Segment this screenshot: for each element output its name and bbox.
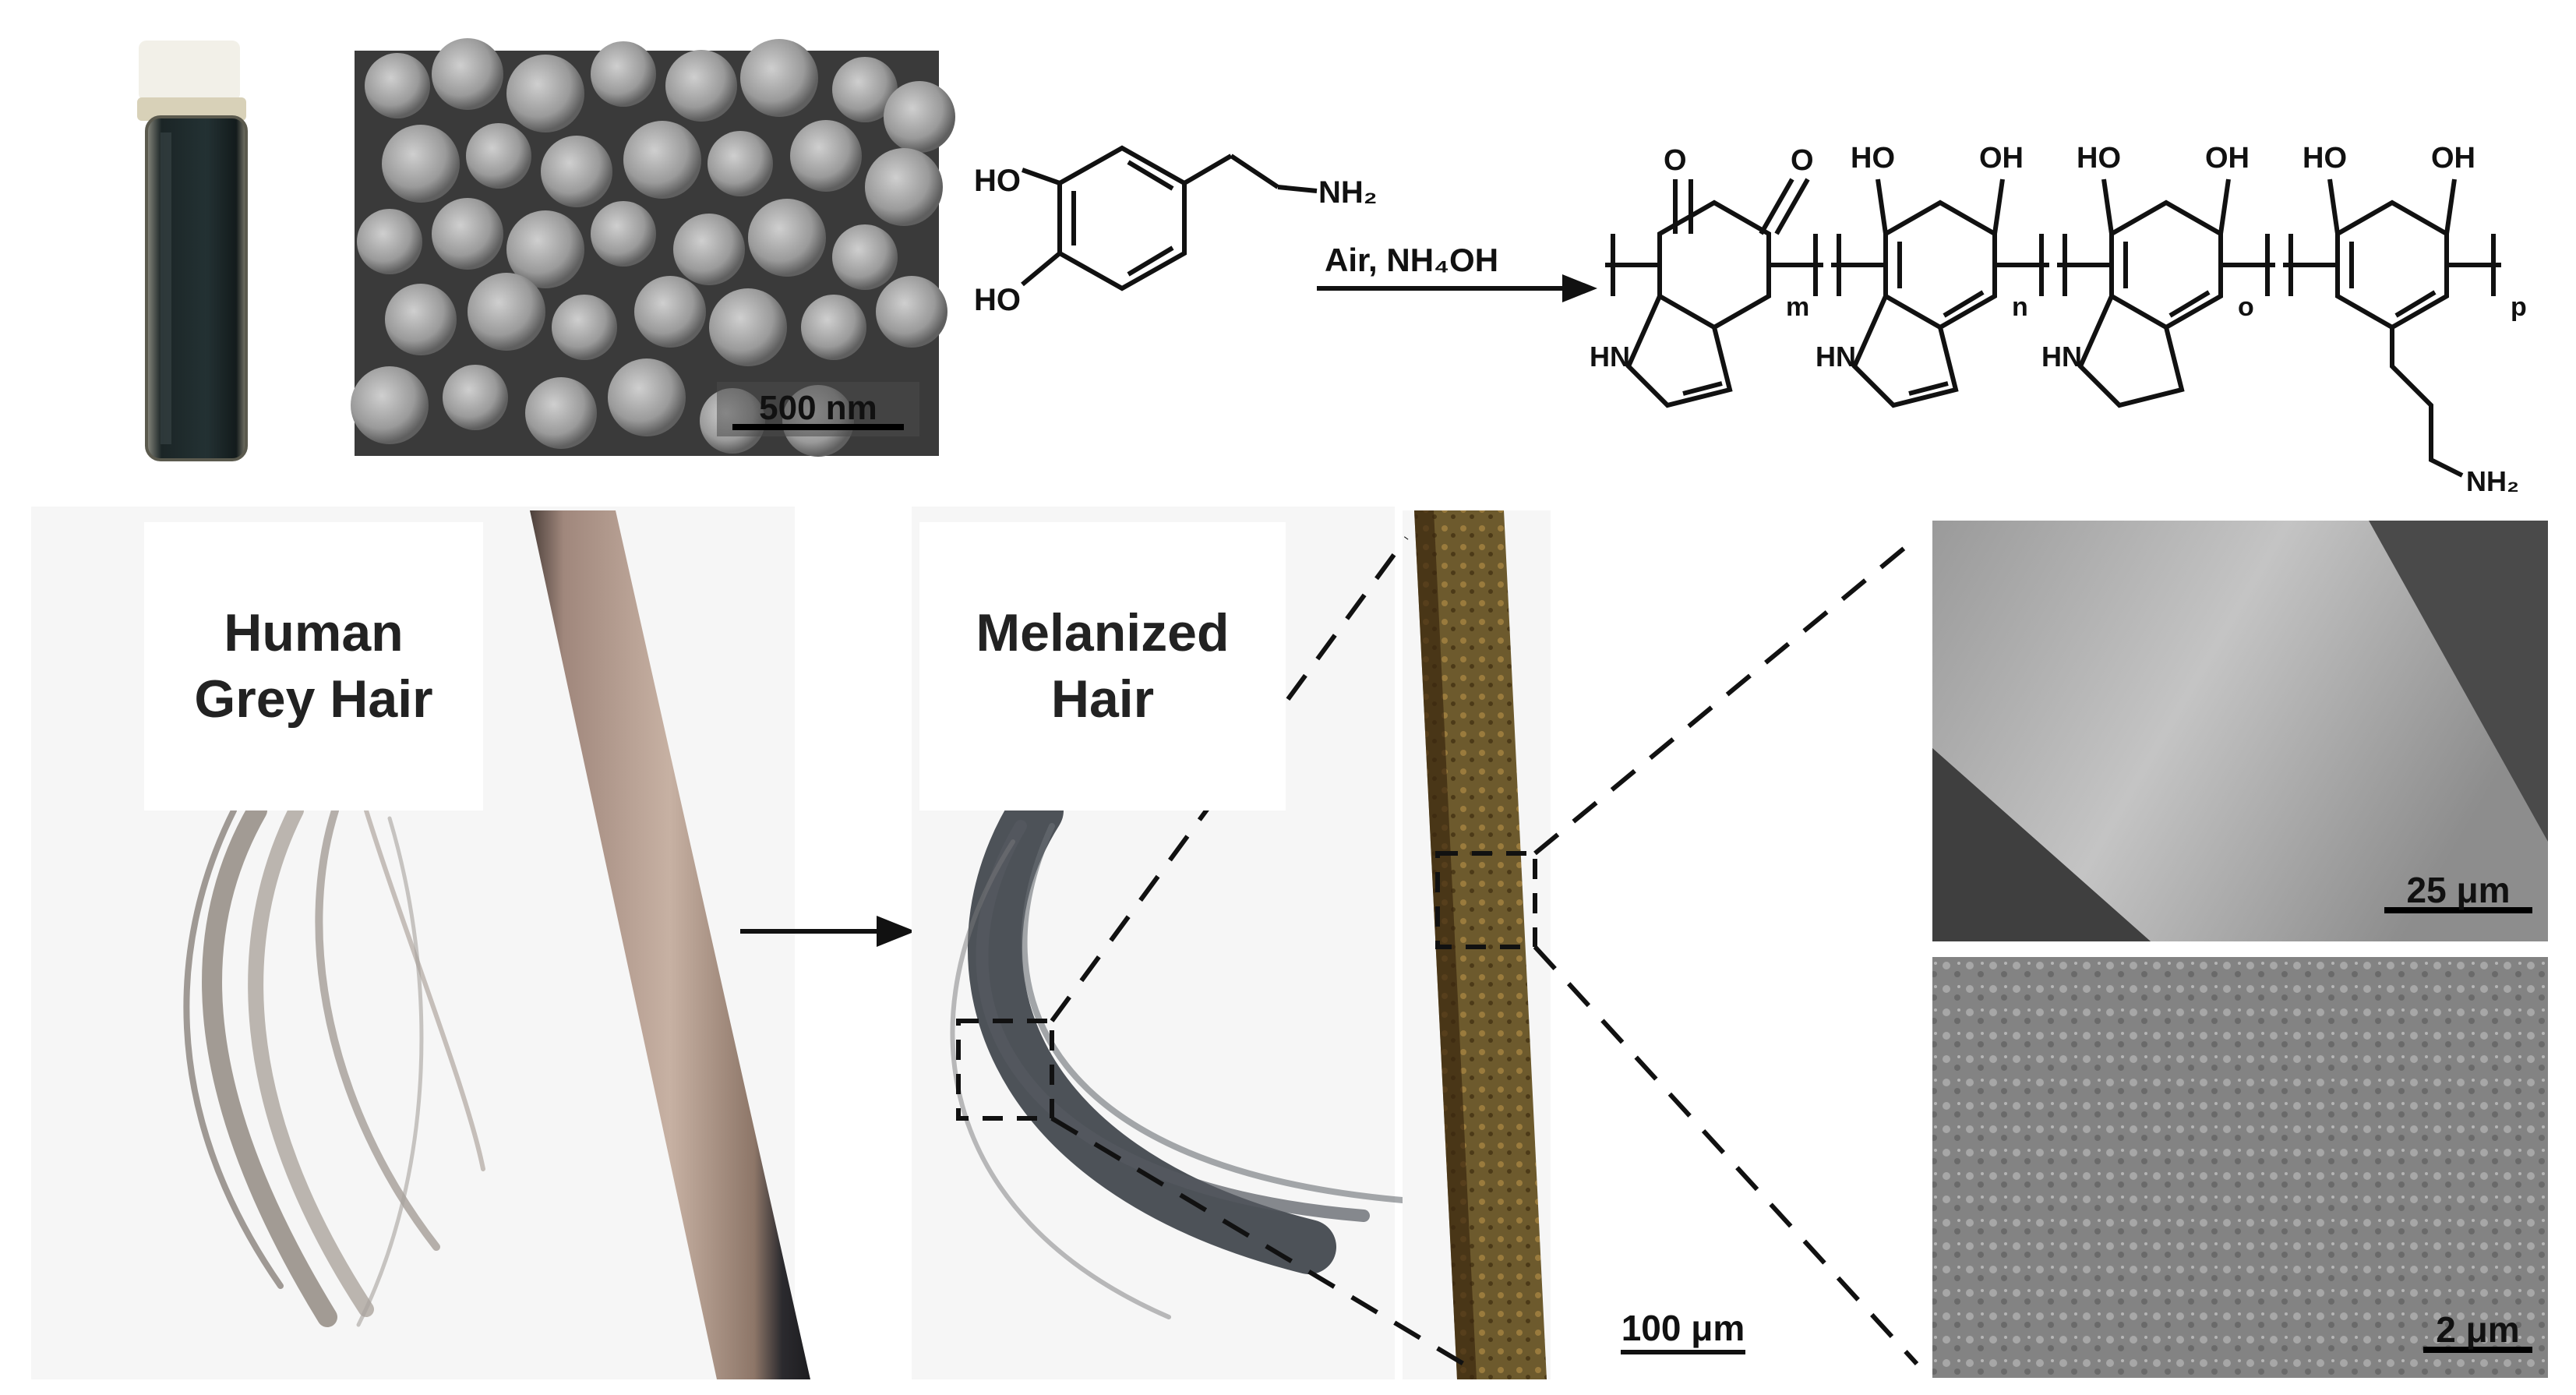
treatment-arrow bbox=[740, 916, 916, 947]
nanoparticle bbox=[748, 199, 826, 277]
unit3-oh-left: HO bbox=[2077, 142, 2121, 175]
unit4-oh-right: OH bbox=[2431, 142, 2475, 175]
nanoparticle bbox=[385, 284, 457, 355]
nanoparticle bbox=[365, 53, 430, 118]
melanized-hair-label: Melanized Hair bbox=[919, 522, 1286, 811]
micro-scale-label: 100 μm bbox=[1621, 1308, 1745, 1348]
unit2-nh: HN bbox=[1816, 341, 1856, 373]
unit2-subscript: n bbox=[2012, 292, 2028, 322]
nanoparticle bbox=[801, 295, 866, 360]
nanoparticle bbox=[506, 55, 584, 132]
unit4-amine: NH₂ bbox=[2466, 465, 2519, 497]
nanoparticle bbox=[351, 366, 429, 444]
grey-hair-label-line1: Human bbox=[224, 603, 404, 662]
melanized-hair-label-line2: Hair bbox=[1050, 669, 1155, 729]
unit1-o-right: O bbox=[1791, 144, 1814, 177]
unit3-nh: HN bbox=[2041, 341, 2082, 373]
nanoparticle bbox=[608, 358, 686, 436]
sem-hair-surface: 2 μm bbox=[1932, 957, 2548, 1378]
nanoparticle bbox=[443, 365, 508, 430]
sem-top-scale-label: 25 μm bbox=[2407, 870, 2511, 910]
nanoparticle bbox=[884, 81, 955, 153]
unit1-o-left: O bbox=[1664, 144, 1687, 177]
unit4-subscript: p bbox=[2511, 292, 2527, 322]
unit1-nh: HN bbox=[1590, 341, 1630, 373]
grey-hair-micrograph bbox=[530, 510, 810, 1379]
unit2-oh-left: HO bbox=[1851, 142, 1895, 175]
unit1-subscript: m bbox=[1786, 292, 1809, 322]
monomer-amine: NH₂ bbox=[1318, 175, 1378, 210]
melanized-hair-lock bbox=[950, 783, 1406, 1319]
nanoparticle bbox=[832, 57, 898, 122]
nanoparticle bbox=[382, 125, 460, 203]
nanoparticle bbox=[673, 214, 745, 285]
nanoparticle bbox=[865, 148, 943, 226]
melanized-hair-label-line1: Melanized bbox=[976, 603, 1230, 662]
nanoparticle bbox=[525, 377, 597, 449]
sem-scale-label: 500 nm bbox=[759, 389, 877, 427]
unit2-oh-right: OH bbox=[1979, 142, 2024, 175]
unit3-oh-right: OH bbox=[2205, 142, 2250, 175]
grey-hair-label: Human Grey Hair bbox=[144, 522, 483, 811]
reaction-condition: Air, NH₄OH bbox=[1325, 242, 1498, 278]
nanoparticle-sem: 500 nm bbox=[351, 38, 955, 457]
nanoparticle bbox=[591, 201, 656, 267]
nanoparticle bbox=[790, 120, 862, 192]
dopamine-structure bbox=[1021, 145, 1318, 291]
selection-box-lock bbox=[956, 1019, 1054, 1121]
sem-hair-shaft: 25 μm bbox=[1932, 521, 2548, 941]
nanoparticle bbox=[468, 273, 545, 351]
nanoparticle bbox=[506, 210, 584, 288]
nanoparticle bbox=[541, 136, 612, 207]
monomer-oh-top: HO bbox=[974, 164, 1021, 198]
nanoparticle bbox=[709, 288, 787, 366]
nanoparticle bbox=[740, 39, 818, 117]
nanoparticle bbox=[432, 38, 503, 110]
nanoparticle bbox=[708, 131, 773, 196]
nanoparticle bbox=[665, 50, 737, 122]
selection-box-micrograph bbox=[1435, 851, 1537, 949]
vial-photo bbox=[137, 41, 248, 461]
grey-hair-lock bbox=[183, 800, 485, 1327]
reaction-arrow bbox=[1317, 274, 1597, 302]
sem-bottom-scale-label: 2 μm bbox=[2436, 1309, 2519, 1350]
nanoparticle bbox=[466, 123, 531, 189]
unit4-oh-left: HO bbox=[2303, 142, 2347, 175]
nanoparticle bbox=[832, 224, 898, 290]
nanoparticle bbox=[552, 295, 617, 360]
nanoparticle bbox=[357, 209, 422, 274]
nanoparticle bbox=[634, 276, 706, 348]
nanoparticle bbox=[432, 198, 503, 270]
monomer-oh-bottom: HO bbox=[974, 283, 1021, 317]
grey-hair-label-line2: Grey Hair bbox=[194, 669, 433, 729]
nanoparticle bbox=[591, 41, 656, 107]
unit3-subscript: o bbox=[2238, 292, 2254, 322]
nanoparticle bbox=[623, 121, 701, 199]
polydopamine-structure bbox=[1605, 178, 2501, 478]
nanoparticle bbox=[876, 276, 947, 348]
